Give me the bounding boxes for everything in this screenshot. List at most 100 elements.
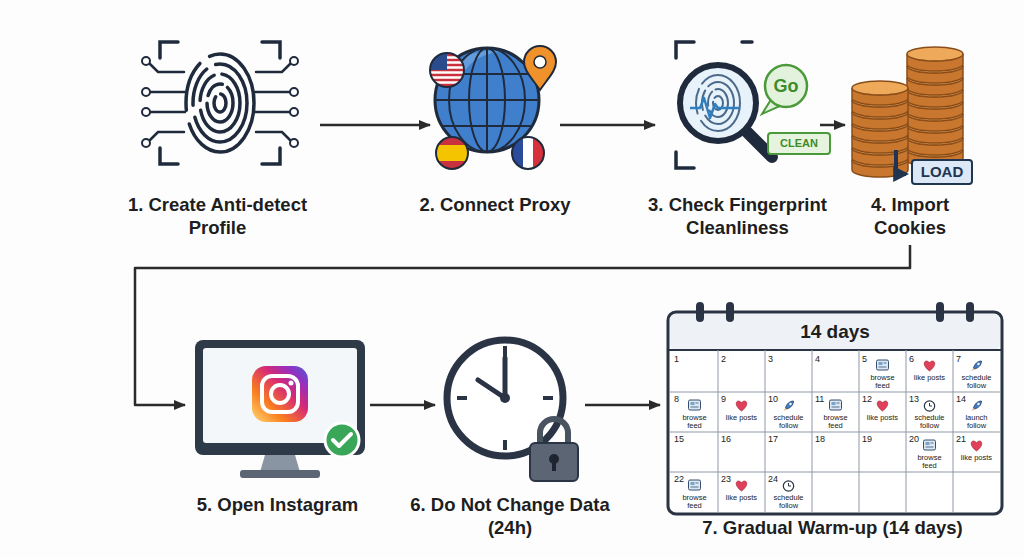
step-caption: 1. Create Anti-detect Profile bbox=[105, 193, 330, 239]
step-caption: 2. Connect Proxy bbox=[395, 193, 595, 216]
step-caption-block: 1. Create Anti-detect Profile bbox=[105, 193, 330, 239]
fingerprint-icon-part bbox=[214, 94, 226, 112]
monitor-icon-part bbox=[240, 470, 320, 478]
calendar-icon-part bbox=[877, 360, 889, 370]
activity-text: schedule follow bbox=[910, 414, 950, 430]
day-number: 14 bbox=[956, 394, 976, 404]
cookie-stack-icon-part bbox=[907, 47, 963, 71]
fingerprint-icon-part bbox=[186, 54, 254, 152]
flow-arrow bbox=[135, 245, 910, 405]
flow-arrow bbox=[320, 124, 430, 127]
clock-lock-icon-part bbox=[552, 461, 556, 471]
activity-text: launch follow bbox=[957, 414, 997, 430]
globe-icon-part-part bbox=[523, 137, 533, 169]
day-number: 5 bbox=[862, 354, 882, 364]
monitor-icon-part bbox=[260, 455, 300, 472]
day-number: 21 bbox=[956, 434, 976, 444]
day-number: 19 bbox=[862, 434, 882, 444]
activity-text: like posts bbox=[910, 374, 950, 382]
calendar-icon-part bbox=[670, 350, 1000, 512]
fingerprint-icon bbox=[142, 42, 298, 164]
globe-icon bbox=[430, 46, 556, 169]
step-caption-block: 3. Check Fingerprint Cleanliness bbox=[630, 193, 845, 239]
day-number: 16 bbox=[721, 434, 741, 444]
magnifier-icon-part bbox=[680, 65, 756, 141]
calendar-icon-part bbox=[689, 480, 701, 490]
calendar-icon-part bbox=[726, 302, 734, 322]
monitor-icon-part bbox=[262, 376, 298, 412]
badge-text: Go bbox=[766, 75, 806, 97]
globe-icon-part bbox=[534, 56, 546, 68]
day-number: 24 bbox=[768, 474, 788, 484]
day-number: 15 bbox=[674, 434, 694, 444]
magnifier-icon bbox=[676, 42, 830, 168]
activity-text: like posts bbox=[957, 454, 997, 462]
globe-icon-part-part bbox=[436, 137, 468, 169]
calendar-icon bbox=[668, 302, 1002, 514]
activity-text: browse feed bbox=[675, 414, 715, 430]
calendar-icon-part bbox=[736, 401, 747, 411]
monitor-icon-part bbox=[333, 434, 351, 446]
globe-icon-part-part bbox=[430, 53, 464, 87]
fingerprint-icon-part bbox=[290, 108, 298, 116]
calendar-icon-part bbox=[972, 401, 982, 411]
activity-text: schedule follow bbox=[769, 494, 809, 510]
fingerprint-icon-part bbox=[255, 64, 290, 140]
step-caption: 3. Check Fingerprint Cleanliness bbox=[630, 193, 845, 239]
monitor-icon-part bbox=[325, 423, 359, 457]
calendar-icon-part bbox=[924, 361, 935, 371]
calendar-icon-part bbox=[668, 312, 1002, 514]
activity-text: like posts bbox=[722, 414, 762, 422]
globe-icon-part bbox=[512, 137, 544, 169]
clock-lock-icon-part bbox=[447, 340, 563, 456]
calendar-icon-part bbox=[924, 401, 934, 411]
globe-icon-part bbox=[430, 53, 464, 87]
step-caption: 5. Open Instagram bbox=[168, 493, 388, 516]
step-caption-block: 7. Gradual Warm-up (14 days) bbox=[660, 516, 1005, 539]
monitor-icon bbox=[195, 340, 365, 478]
day-number: 3 bbox=[768, 354, 788, 364]
day-number: 8 bbox=[674, 394, 694, 404]
day-number: 22 bbox=[674, 474, 694, 484]
activity-text: browse feed bbox=[910, 454, 950, 470]
process-step: 6. Do Not Change Data (24h) bbox=[435, 330, 585, 545]
fingerprint-icon-part bbox=[150, 64, 185, 140]
magnifier-icon-part bbox=[690, 98, 740, 118]
magnifier-icon-part bbox=[765, 65, 807, 107]
step-caption: 7. Gradual Warm-up (14 days) bbox=[660, 516, 1005, 539]
flow-arrow bbox=[370, 404, 435, 407]
day-number: 6 bbox=[909, 354, 929, 364]
calendar-icon-part bbox=[936, 302, 944, 322]
step-caption-block: 4. Import Cookies bbox=[850, 193, 970, 239]
calendar-icon-part bbox=[783, 481, 793, 491]
fingerprint-icon-part bbox=[200, 74, 240, 132]
day-number: 4 bbox=[815, 354, 835, 364]
monitor-icon-part bbox=[271, 385, 289, 403]
day-number: 10 bbox=[768, 394, 788, 404]
calendar-icon-part bbox=[971, 441, 982, 451]
calendar-icon-part bbox=[830, 400, 842, 410]
calendar-header: 14 days bbox=[668, 319, 1002, 345]
flow-arrow bbox=[560, 124, 655, 127]
calendar-icon-part bbox=[972, 361, 982, 371]
activity-text: browse feed bbox=[863, 374, 903, 390]
activity-text: schedule follow bbox=[957, 374, 997, 390]
day-number: 9 bbox=[721, 394, 741, 404]
fingerprint-icon-part bbox=[290, 139, 298, 147]
activity-text: schedule follow bbox=[769, 414, 809, 430]
calendar-icon-part bbox=[924, 440, 936, 450]
day-number: 2 bbox=[721, 354, 741, 364]
activity-text: like posts bbox=[863, 414, 903, 422]
monitor-icon-part bbox=[289, 381, 294, 386]
fingerprint-icon-part bbox=[193, 64, 247, 142]
activity-text: like posts bbox=[722, 494, 762, 502]
globe-icon-part bbox=[430, 53, 464, 87]
fingerprint-icon-part bbox=[142, 139, 150, 147]
flow-arrow bbox=[820, 124, 845, 127]
fingerprint-icon-part bbox=[207, 84, 233, 122]
day-number: 7 bbox=[956, 354, 976, 364]
clock-lock-icon-part bbox=[540, 419, 568, 445]
fingerprint-icon-part bbox=[142, 57, 150, 65]
